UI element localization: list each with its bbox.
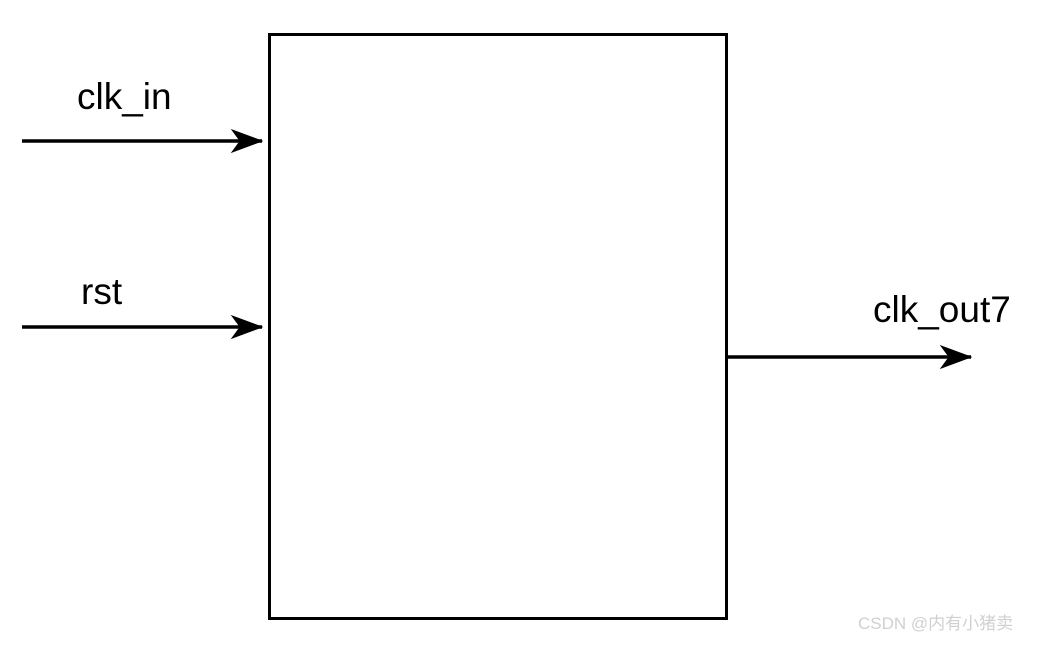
clock-divider-block	[268, 33, 728, 620]
rst-label: rst	[81, 271, 123, 312]
clk-out7-label: clk_out7	[873, 289, 1011, 330]
csdn-watermark: CSDN @内有小猪卖	[858, 614, 1014, 633]
clk-in-label: clk_in	[77, 76, 172, 117]
